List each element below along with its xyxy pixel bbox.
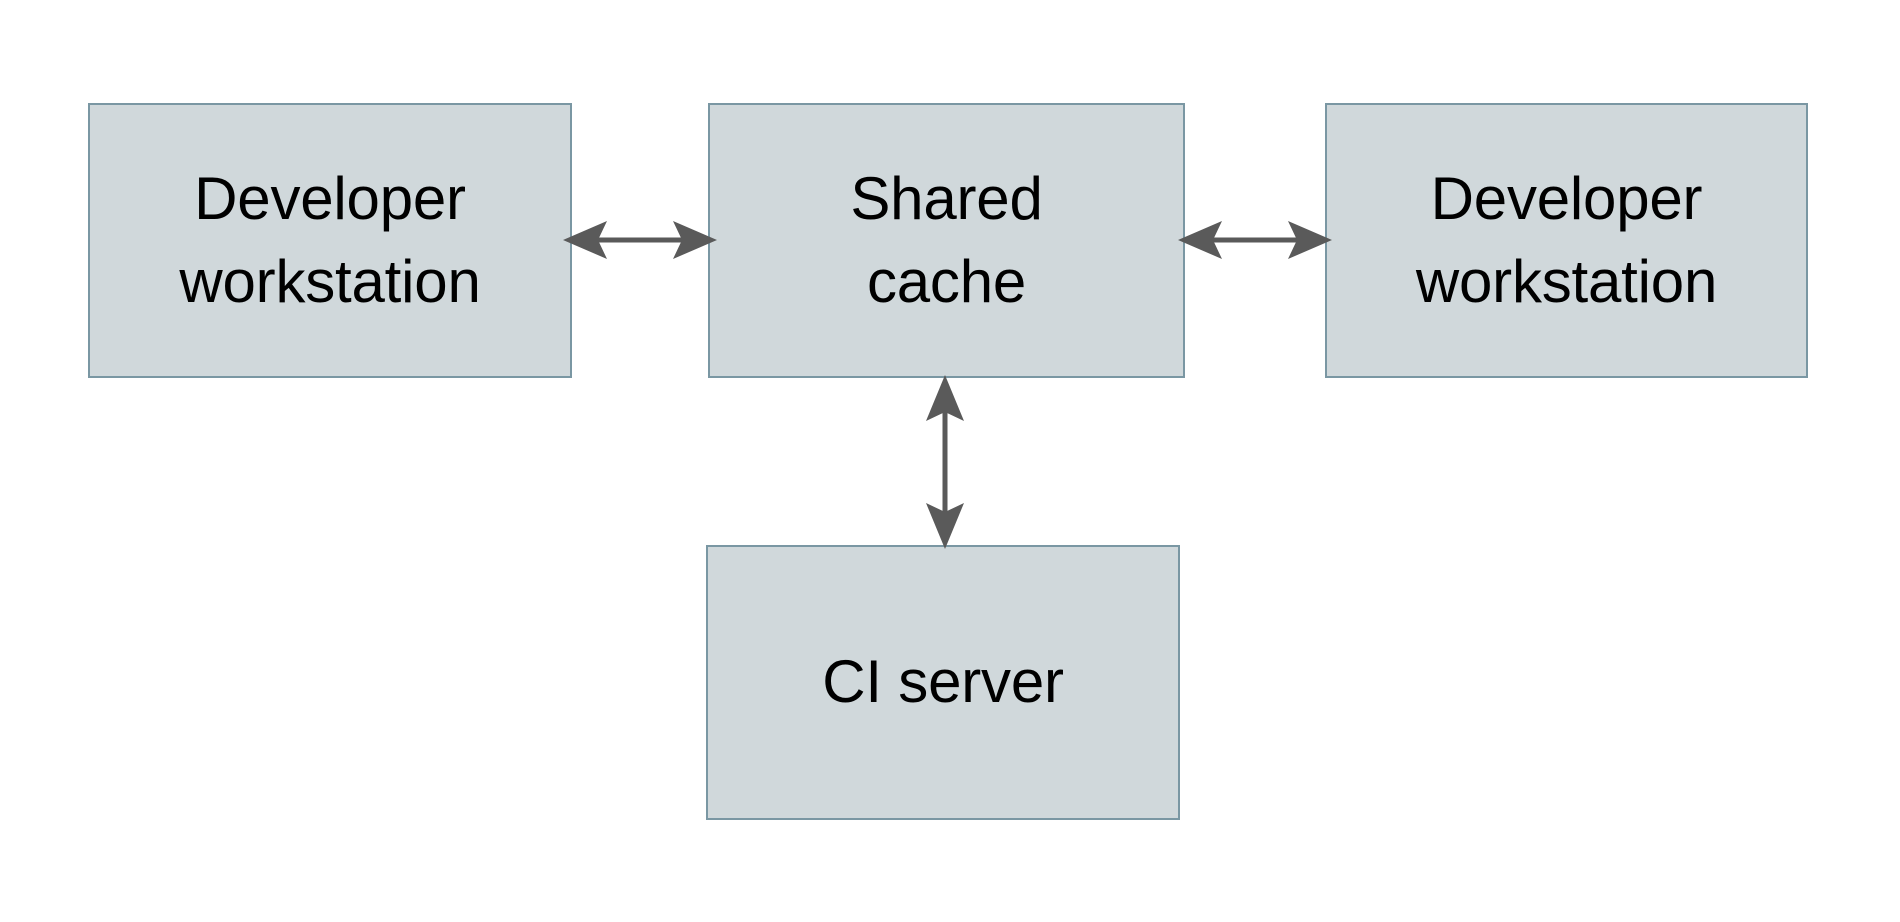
connector-left-workstation-to-shared-cache <box>560 205 720 275</box>
double-arrow-vertical-icon <box>926 375 964 549</box>
connector-shared-cache-to-ci-server <box>910 372 980 552</box>
node-ci-server[interactable]: CI server <box>706 545 1180 820</box>
node-label: Developer workstation <box>1415 164 1718 315</box>
node-label: Developer workstation <box>179 164 481 315</box>
node-developer-workstation-left[interactable]: Developer workstation <box>88 103 572 378</box>
node-label: CI server <box>822 648 1064 716</box>
double-arrow-horizontal-icon <box>563 221 717 259</box>
double-arrow-horizontal-icon <box>1178 221 1332 259</box>
node-developer-workstation-right[interactable]: Developer workstation <box>1325 103 1808 378</box>
node-label: Shared cache <box>850 164 1043 315</box>
node-shared-cache[interactable]: Shared cache <box>708 103 1185 378</box>
connector-shared-cache-to-right-workstation <box>1175 205 1335 275</box>
